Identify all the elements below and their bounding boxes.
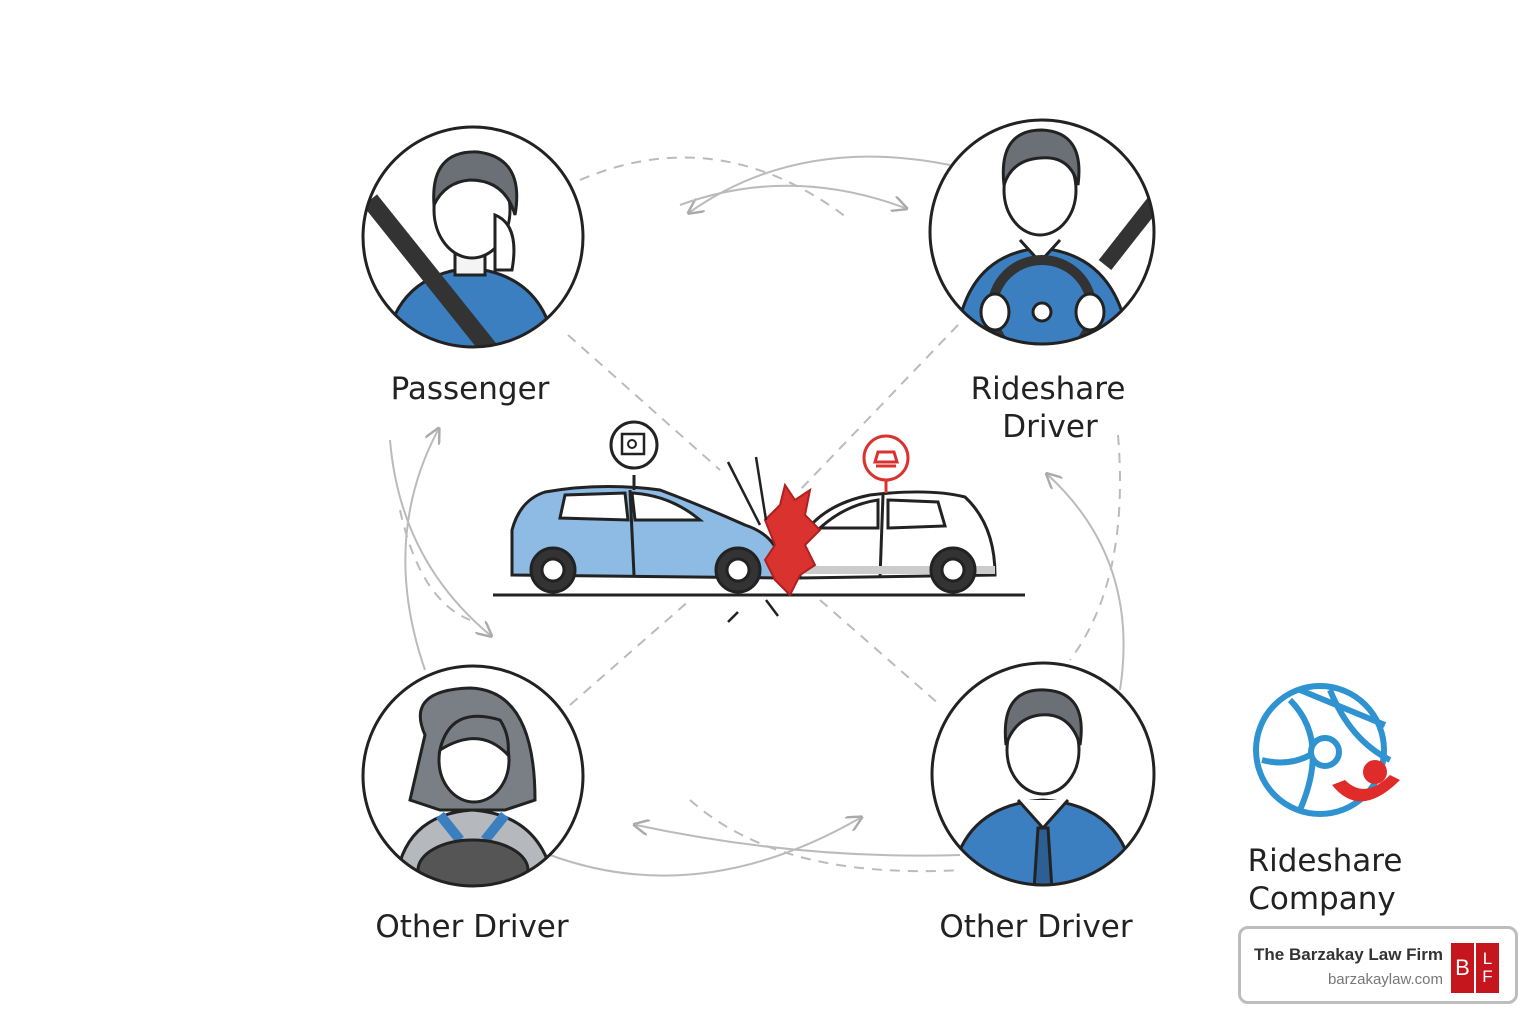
rideshare-company-logo [1253,683,1400,817]
impact-burst [763,482,822,597]
label-rideshare-company-1: Rideshare [1248,843,1403,879]
other-driver-right-avatar [930,661,1156,887]
passenger-avatar [361,125,585,349]
label-rideshare-company-2: Company [1248,881,1395,917]
other-driver-left-avatar [361,664,585,888]
label-rideshare-driver-1: Rideshare [971,371,1126,407]
white-car [798,434,997,594]
logo-letter-b: B [1451,943,1476,993]
rideshare-car-pin-icon [862,434,910,482]
car-crash-illustration [493,420,1025,623]
blue-car [510,420,782,594]
impact-lines [726,456,779,623]
label-rideshare-driver-2: Driver [1002,409,1098,445]
law-firm-badge: The Barzakay Law Firm barzakaylaw.com B … [1238,926,1518,1004]
camera-pin-icon [609,420,659,470]
label-other-driver-right: Other Driver [939,909,1133,945]
rideshare-driver-avatar [928,118,1156,346]
label-other-driver-left: Other Driver [375,909,569,945]
firm-website: barzakaylaw.com [1327,971,1443,988]
label-passenger: Passenger [391,371,550,407]
firm-name: The Barzakay Law Firm [1254,945,1443,964]
connector-lines [389,155,1125,877]
